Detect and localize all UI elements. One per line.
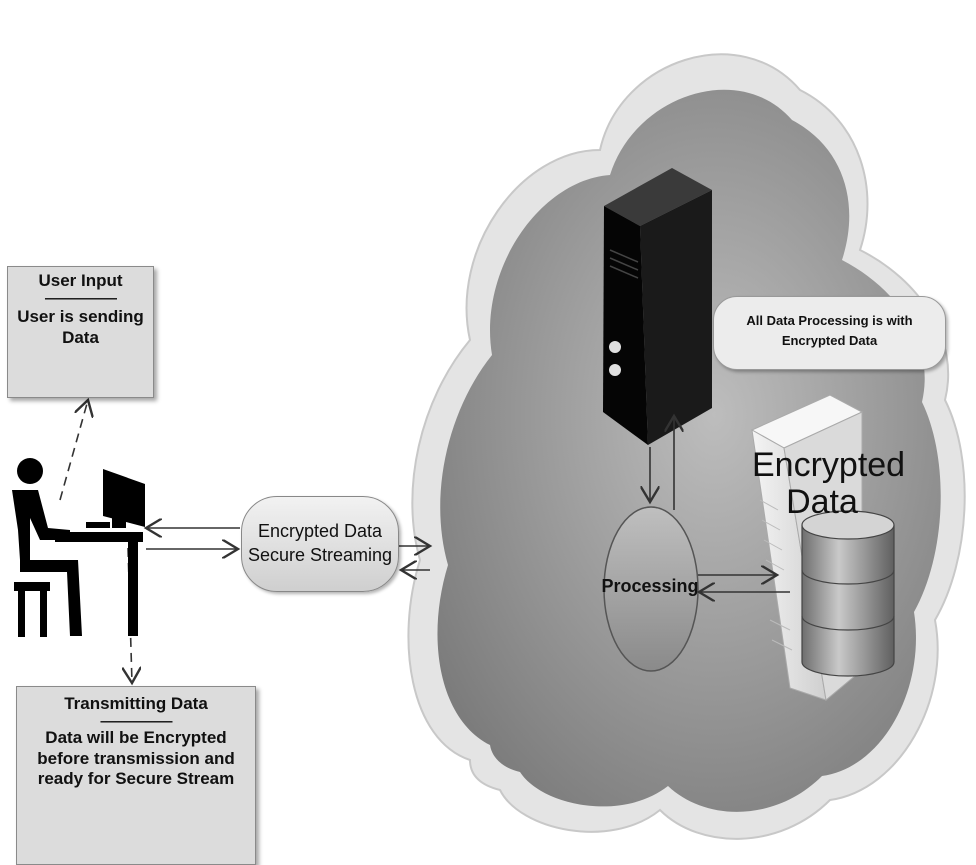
user-input-line: Data xyxy=(62,327,99,347)
transmit-line: before transmission and xyxy=(37,748,235,768)
processing-note: All Data Processing is with Encrypted Da… xyxy=(713,296,946,370)
transmitting-data-note: Transmitting Data ----------------------… xyxy=(16,686,256,865)
transmit-line: Data will be Encrypted xyxy=(45,727,227,747)
processing-note-line: Encrypted Data xyxy=(781,332,878,348)
encrypted-data-line: Encrypted xyxy=(752,446,906,484)
server-processing-arrows xyxy=(650,416,674,510)
processing-storage-arrows xyxy=(698,575,790,592)
stream-line: Encrypted Data xyxy=(257,521,383,541)
streaming-arrows xyxy=(146,528,430,570)
user-input-title: User Input xyxy=(38,271,123,290)
user-input-line: User is sending xyxy=(17,306,144,326)
transmit-title: Transmitting Data xyxy=(64,694,208,713)
secure-streaming-node: Encrypted Data Secure Streaming xyxy=(241,496,399,592)
database-icon xyxy=(801,510,895,677)
stream-line: Secure Streaming xyxy=(247,545,393,566)
transmit-line: ready for Secure Stream xyxy=(37,769,235,789)
user-input-note: User Input ------------------------ User… xyxy=(7,266,154,398)
encrypted-data-line: Data xyxy=(786,482,858,521)
server-icon xyxy=(603,168,712,445)
user-input-separator: ------------------------ xyxy=(44,290,118,305)
user-at-computer-icon xyxy=(12,458,145,637)
encrypted-data-label: Encrypted Data xyxy=(752,446,906,521)
processing-note-line: All Data Processing is with xyxy=(746,313,913,328)
transmit-separator: ------------------------ xyxy=(100,713,173,728)
processing-label: Processing xyxy=(601,576,699,596)
